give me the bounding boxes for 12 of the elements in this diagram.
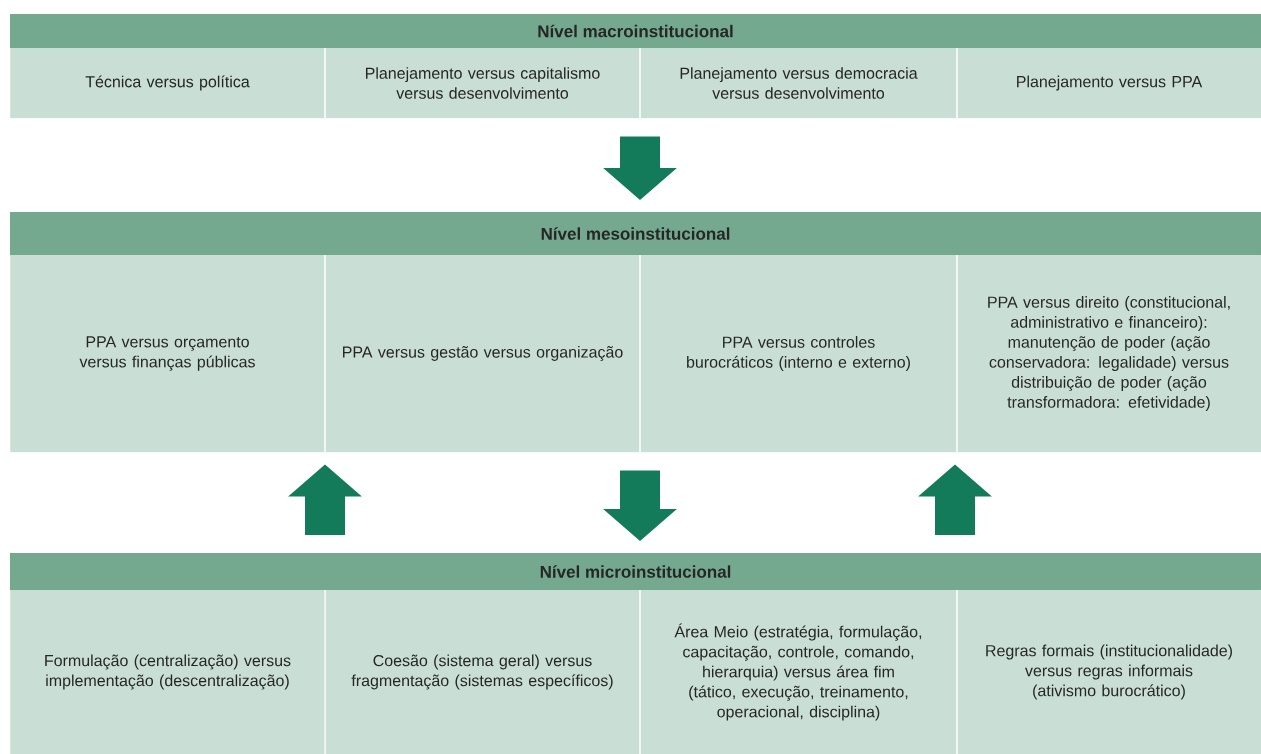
- text-cell: Técnica versus política: [85, 75, 250, 91]
- text-cell: PPA versus direito (constitucional, administrativo e financeiro): manutenção de poder (ação conservadora: legalidade) versus distribuição de poder (ação transformadora: efetividade): [988, 296, 1230, 411]
- text-cell: Coesão (sistema geral) versus fragmentação (sistemas específicos): [351, 654, 613, 690]
- text-cell: Regras formais (institucionalidade) versus regras informais (ativismo burocrático): [986, 644, 1232, 700]
- text-cell: Planejamento versus PPA: [1017, 75, 1203, 91]
- text-cell: Formulação (centralização) versus implementação (descentralização): [45, 654, 291, 690]
- text-cell: PPA versus gestão versus organização: [343, 346, 623, 361]
- text-cell: Planejamento versus democracia versus desenvolvimento: [680, 67, 918, 99]
- text-cell: Área Meio (estratégia, formulação, capacitação, controle, comando, hierarquia) versus área fim (tático, execução, treinamento, operacional, disciplina): [674, 623, 922, 721]
- text-cell: PPA versus orçamento versus finanças públicas: [79, 336, 255, 371]
- text-cell: PPA versus controles burocráticos (interno e externo): [687, 336, 910, 371]
- text-cell: Planejamento versus capitalismo versus desenvolvimento: [366, 67, 600, 99]
